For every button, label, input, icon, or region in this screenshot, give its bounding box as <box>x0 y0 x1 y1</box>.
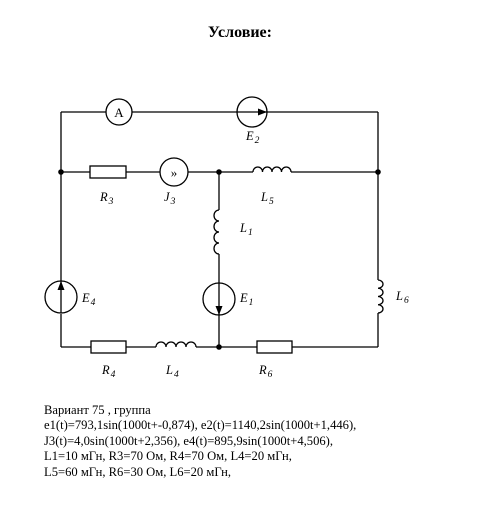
source-e2: E2 <box>236 96 268 146</box>
inductor-l4: L4 <box>155 341 197 380</box>
condition-line-e1-e2: e1(t)=793,1sin(1000t+-0,874), e2(t)=1140… <box>44 418 357 433</box>
condition-line-variant: Вариант 75 , группа <box>44 403 151 417</box>
conditions-text: Вариант 75 , группа e1(t)=793,1sin(1000t… <box>44 403 474 480</box>
e1-label: E1 <box>239 291 253 308</box>
l5-label: L5 <box>260 190 274 207</box>
r3-label: R3 <box>99 190 114 207</box>
resistor-r4: R4 <box>90 340 127 380</box>
resistor-r3: R3 <box>89 165 127 207</box>
current-source-j3: » J3 <box>159 157 189 207</box>
condition-line-l1-r3-r4-l4: L1=10 мГн, R3=70 Ом, R4=70 Ом, L4=20 мГн… <box>44 449 292 464</box>
j3-label: J3 <box>164 190 176 207</box>
l4-label: L4 <box>165 363 179 380</box>
ammeter-label: A <box>114 105 124 120</box>
circuit-diagram: A E2 R3 » J3 L5 L1 E4 E1 <box>44 96 409 380</box>
page-title: Условие: <box>208 24 272 41</box>
condition-line-l5-r6-l6: L5=60 мГн, R6=30 Ом, L6=20 мГн, <box>44 464 232 479</box>
r6-label: R6 <box>258 363 273 380</box>
resistor-r6: R6 <box>256 340 293 380</box>
e2-label: E2 <box>245 129 260 146</box>
inductor-l1: L1 <box>213 209 253 255</box>
junction-nodes <box>58 169 381 350</box>
e4-label: E4 <box>81 291 96 308</box>
ammeter: A <box>105 98 133 126</box>
l1-label: L1 <box>239 221 253 238</box>
source-e4: E4 <box>44 280 96 314</box>
inductor-l5: L5 <box>252 166 292 207</box>
r4-label: R4 <box>101 363 116 380</box>
inductor-l6: L6 <box>377 279 409 314</box>
l6-label: L6 <box>395 289 409 306</box>
source-e1: E1 <box>202 282 253 316</box>
j3-arrow-icon: » <box>171 165 178 180</box>
condition-line-j3-e4: J3(t)=4,0sin(1000t+2,356), e4(t)=895,9si… <box>44 433 334 448</box>
